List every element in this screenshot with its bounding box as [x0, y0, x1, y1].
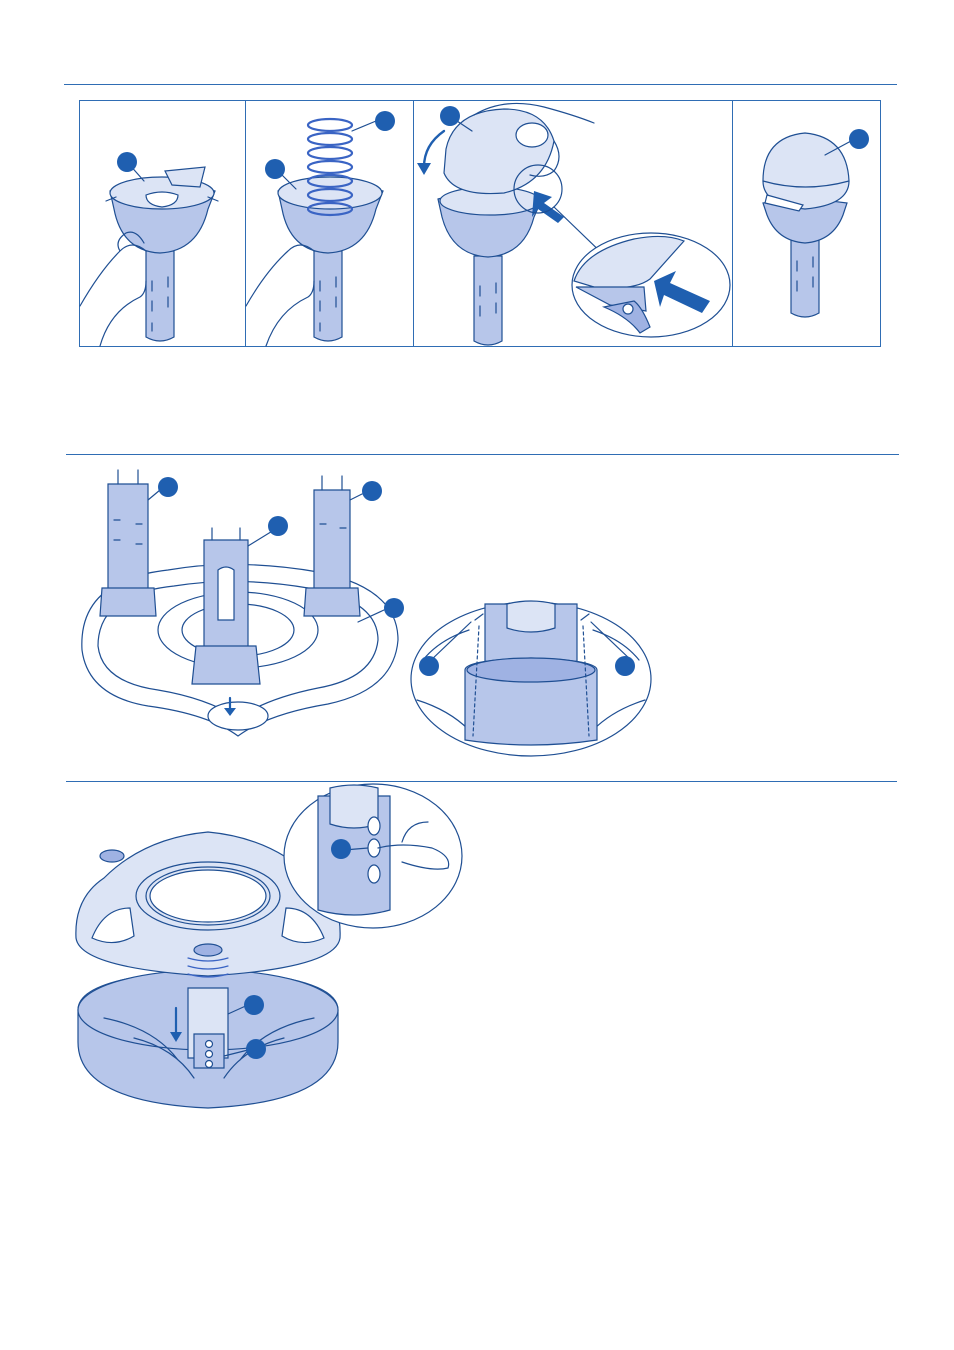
callout-marker-icon: [265, 159, 285, 179]
section-rule-top: [64, 84, 897, 85]
rotate-arrow-icon: [417, 131, 444, 175]
callout-marker-icon: [244, 995, 264, 1015]
section-rule-bottom: [66, 781, 897, 782]
callout-marker-icon: [268, 516, 288, 536]
callout-marker-icon: [849, 129, 869, 149]
callout-marker-icon: [117, 152, 137, 172]
callout-marker-icon: [246, 1039, 266, 1059]
panel-spring-insert: [246, 101, 412, 346]
panel-cap-snap: [414, 101, 731, 346]
callout-marker-icon: [440, 106, 460, 126]
callout-marker-icon: [419, 656, 439, 676]
callout-marker-icon: [331, 839, 351, 859]
panel-screw-detail: [409, 600, 653, 760]
callout-marker-icon: [158, 477, 178, 497]
panel-pin-detail: [282, 782, 464, 932]
panel-assembled-float: [733, 101, 880, 346]
push-arrow-icon: [532, 191, 564, 223]
callout-marker-icon: [384, 598, 404, 618]
section-rule-middle: [66, 454, 899, 455]
callout-marker-icon: [375, 111, 395, 131]
callout-marker-icon: [362, 481, 382, 501]
panel-base-with-legs: [78, 470, 408, 750]
panel-cup-in-hand: [80, 101, 245, 346]
cap-snap-detail: [572, 233, 730, 337]
callout-marker-icon: [615, 656, 635, 676]
